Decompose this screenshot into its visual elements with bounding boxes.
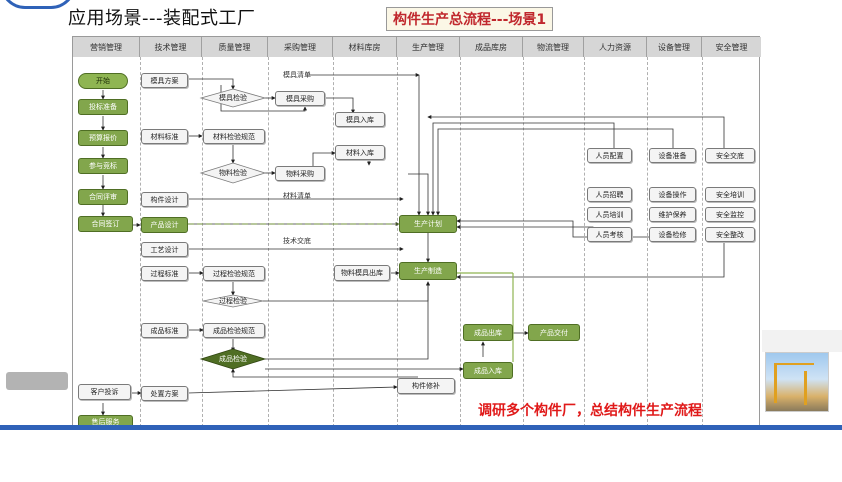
slide-title: 应用场景---装配式工厂 [68, 8, 256, 29]
lane-divider [702, 57, 703, 427]
flow-title-banner: 构件生产总流程---场景1 [386, 7, 554, 31]
connector-lines [101, 73, 725, 416]
lane-header-quality: 质量管理 [202, 37, 268, 57]
prod-plan-node: 生产计划 [399, 215, 457, 233]
lane-header-finished-store: 成品库房 [460, 37, 523, 57]
process-flow-diagram: 营销管理 技术管理 质量管理 采购管理 材料库房 生产管理 成品库房 物流管理 … [72, 36, 761, 429]
mold-inspect-diamond: 模具检验 [219, 94, 247, 102]
lane-divider [523, 57, 524, 427]
lane-divider [333, 57, 334, 427]
equip-check-node: 设备检修 [649, 227, 696, 242]
lane-divider [202, 57, 203, 427]
summary-text: 调研多个构件厂，总结构件生产流程 [478, 403, 702, 419]
finished-norm-node: 成品检验规范 [203, 323, 265, 338]
safety-fix-node: 安全整改 [705, 227, 755, 242]
crane-jib [774, 363, 814, 365]
start-node: 开始 [78, 73, 128, 89]
lane-header-production: 生产管理 [397, 37, 460, 57]
lane-header-equipment: 设备管理 [647, 37, 702, 57]
bid-prep-node: 投标准备 [78, 99, 128, 115]
lane-header-logistics: 物流管理 [523, 37, 584, 57]
mold-plan-node: 模具方案 [141, 73, 188, 88]
equip-maint-node: 维护保养 [649, 207, 696, 222]
process-std-node: 过程标准 [141, 266, 188, 281]
material-list-label: 材料清单 [283, 192, 311, 200]
lane-divider [647, 57, 648, 427]
finished-inspect-diamond: 成品检验 [219, 355, 247, 363]
footer-band [0, 425, 842, 430]
staff-assess-node: 人员考核 [587, 227, 632, 242]
process-design-node: 工艺设计 [141, 242, 188, 257]
equip-op-node: 设备操作 [649, 187, 696, 202]
lane-header-marketing: 营销管理 [73, 37, 140, 57]
process-norm-node: 过程检验规范 [203, 266, 265, 281]
lane-header-technology: 技术管理 [140, 37, 202, 57]
safety-brief-node: 安全交底 [705, 148, 755, 163]
lane-divider [584, 57, 585, 427]
prod-make-node: 生产制造 [399, 262, 457, 280]
side-strip [762, 330, 842, 352]
contract-sign-node: 合同签订 [78, 216, 133, 232]
lane-header-hr: 人力资源 [584, 37, 647, 57]
complaint-node: 客户投诉 [78, 384, 131, 400]
lane-divider [140, 57, 141, 427]
process-inspect-diamond: 过程检验 [219, 297, 247, 305]
lane-header-purchasing: 采购管理 [268, 37, 333, 57]
contract-review-node: 合同评审 [78, 189, 128, 205]
material-in-node: 材料入库 [335, 145, 385, 160]
staff-recruit-node: 人员招聘 [587, 187, 632, 202]
safety-train-node: 安全培训 [705, 187, 755, 202]
staff-train-node: 人员培训 [587, 207, 632, 222]
deliver-node: 产品交付 [528, 324, 580, 341]
equip-prep-node: 设备准备 [649, 148, 696, 163]
logo-arc [0, 0, 76, 9]
finished-in-node: 成品入库 [463, 362, 513, 379]
crane-mast [774, 363, 777, 403]
handle-plan-node: 处置方案 [141, 386, 188, 401]
lane-divider [460, 57, 461, 427]
lane-header-safety: 安全管理 [702, 37, 761, 57]
material-std-node: 材料标准 [141, 129, 188, 144]
lane-divider [397, 57, 398, 427]
material-purchase-node: 物料采购 [275, 166, 325, 181]
tech-brief-label: 技术交底 [283, 237, 311, 245]
slide-nav-button[interactable] [6, 372, 68, 390]
lane-header-material-store: 材料库房 [333, 37, 397, 57]
mold-purchase-node: 模具采购 [275, 91, 325, 106]
material-norm-node: 材料检验规范 [203, 129, 265, 144]
mold-out-node: 物料模具出库 [334, 265, 390, 281]
repair-node: 构件修补 [397, 378, 455, 394]
mold-in-node: 模具入库 [335, 112, 385, 127]
staff-config-node: 人员配置 [587, 148, 632, 163]
join-bid-node: 参与竞标 [78, 158, 128, 174]
safety-monitor-node: 安全监控 [705, 207, 755, 222]
component-design-node: 构件设计 [141, 192, 188, 207]
lane-divider [268, 57, 269, 427]
construction-site-photo [765, 352, 829, 412]
mold-list-label: 模具清单 [283, 71, 311, 79]
crane-mast [804, 371, 807, 405]
finished-std-node: 成品标准 [141, 323, 188, 338]
budget-quote-node: 预算报价 [78, 130, 128, 146]
product-design-node: 产品设计 [141, 217, 188, 233]
material-inspect-diamond: 物料检验 [219, 169, 247, 177]
finished-out-node: 成品出库 [463, 324, 513, 341]
